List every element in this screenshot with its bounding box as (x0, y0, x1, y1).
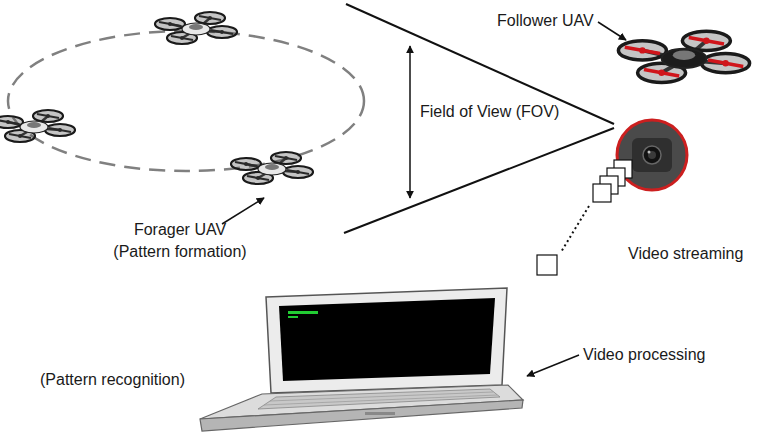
rotor-hub (639, 47, 645, 53)
camera-inset (617, 120, 687, 190)
rotor-guard (33, 110, 63, 122)
label-text: Video processing (583, 344, 733, 366)
rotor-hub (256, 176, 260, 180)
propeller (644, 70, 679, 76)
drone-hull (20, 121, 48, 133)
fov-dimension-arrow (409, 46, 411, 198)
drone-hull (258, 163, 286, 175)
drone-hull (662, 49, 707, 68)
propeller (37, 114, 59, 118)
propeller (9, 134, 31, 138)
formation-path (8, 31, 364, 171)
propeller (625, 47, 660, 53)
camera-housing (632, 138, 672, 172)
rotor-guard (207, 26, 237, 38)
laptop-lid (266, 288, 507, 393)
fov-edge (344, 128, 614, 233)
quadcopter (231, 152, 313, 184)
rotor-hub (284, 156, 288, 160)
rotor-guard (231, 158, 261, 170)
rotor-guard (618, 41, 666, 60)
rotor-guard (195, 12, 225, 24)
drone-hull-top (189, 24, 203, 30)
propeller (0, 120, 19, 124)
label-text: (Pattern recognition) (40, 369, 230, 391)
quadcopter (155, 12, 237, 44)
rotor-hub (244, 162, 248, 166)
rotor-guard (702, 54, 750, 73)
propeller (49, 128, 71, 132)
leader-arrow (222, 198, 264, 224)
rotor-hub (18, 134, 22, 138)
video-frame (537, 255, 557, 275)
rotor-guard (45, 124, 75, 136)
propeller (199, 16, 221, 20)
console-text-mark (288, 311, 318, 314)
label-text: Field of View (FOV) (420, 101, 590, 123)
rotor-hub (180, 36, 184, 40)
drone-layer (0, 12, 750, 184)
propeller (247, 176, 269, 180)
rotor-hub (58, 128, 62, 132)
label-text: Follower UAV (497, 10, 637, 32)
stream-dots (561, 206, 589, 252)
rotor-hub (46, 114, 50, 118)
rotor-hub (168, 22, 172, 26)
propeller (171, 36, 193, 40)
propeller (708, 60, 743, 66)
quadcopter (618, 31, 749, 82)
leader-arrow (527, 355, 579, 376)
camera-lens (643, 146, 661, 164)
propeller (689, 38, 724, 44)
propeller (159, 22, 181, 26)
quadcopter (0, 110, 75, 142)
laptop-touchpad (365, 412, 395, 415)
console-text-mark (288, 316, 298, 318)
camera-lens-inner (648, 151, 656, 159)
rotor-hub (703, 38, 709, 44)
laptop-screen (279, 298, 495, 381)
propeller (235, 162, 257, 166)
label-text: Forager UAV (Pattern formation) (110, 219, 250, 263)
rotor-guard (283, 166, 313, 178)
laptop-front-edge (200, 400, 523, 431)
propeller (211, 30, 233, 34)
rotor-hub (658, 70, 664, 76)
drone-hull-top (265, 164, 279, 170)
rotor-guard (682, 31, 730, 50)
rotor-guard (271, 152, 301, 164)
propeller (275, 156, 297, 160)
drone-hull-top (673, 50, 695, 60)
rotor-guard (155, 18, 185, 30)
lens-highlight (648, 151, 651, 154)
leader-arrow (598, 22, 626, 40)
drone-hull (182, 23, 210, 35)
rotor-hub (6, 120, 10, 124)
rotor-hub (722, 60, 728, 66)
rotor-hub (220, 30, 224, 34)
video-frame (593, 184, 611, 202)
rotor-hub (296, 170, 300, 174)
drone-hull-top (27, 122, 41, 128)
label-text: Video streaming (628, 243, 773, 265)
rotor-hub (208, 16, 212, 20)
propeller (287, 170, 309, 174)
